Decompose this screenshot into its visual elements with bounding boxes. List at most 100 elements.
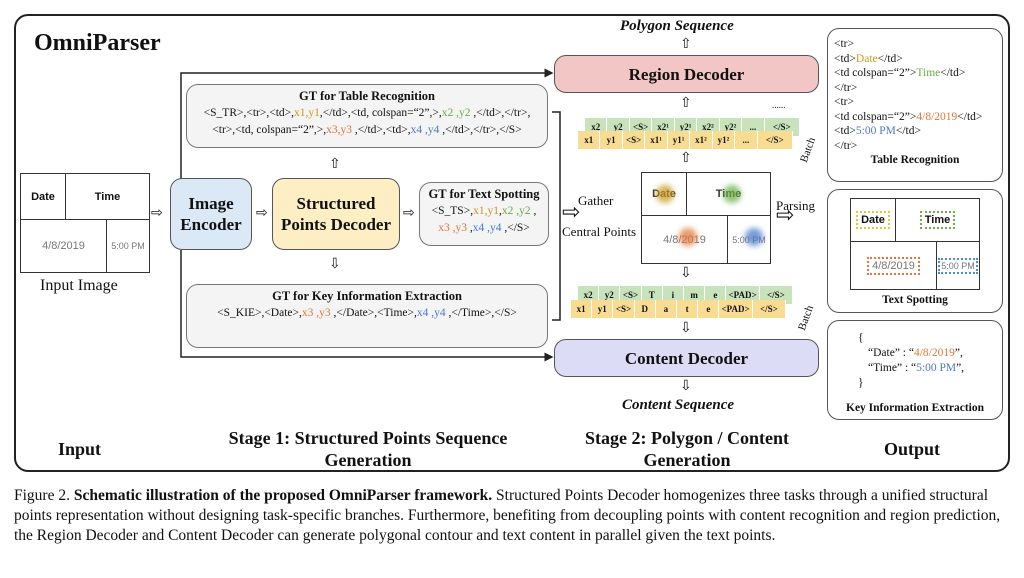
kie-open-brace: { [858, 332, 864, 344]
content-decoder-label: Content Decoder [624, 348, 749, 368]
arrow-right-icon: ⇨ [776, 202, 795, 227]
gt-kie-box: GT for Key Information Extraction <S_KIE… [186, 284, 548, 348]
region-seq-token: </S> [758, 131, 793, 149]
region-decoder-block: Region Decoder [554, 55, 819, 93]
polygon-sequence-label: Polygon Sequence [620, 18, 734, 34]
output-kie-box: { “Date” : “4/8/2019”, “Time” : “5:00 PM… [827, 320, 1003, 420]
content-seq-token: </S> [760, 286, 794, 304]
stage1-label: Stage 1: Structured Points Sequence Gene… [190, 427, 546, 471]
gt-kie-heading: GT for Key Information Extraction [272, 289, 462, 303]
code-line: <td colspan=“2”>4/8/2019</td> [834, 110, 996, 125]
gt-table-line-2: <tr>,<td, colspan=“2”,>,x3,y3 ,</td>,<td… [187, 122, 547, 139]
content-seq-token: a [656, 300, 678, 318]
content-sequence-label: Content Sequence [622, 397, 735, 413]
region-seq-token: ... [742, 118, 765, 136]
seq-text: ,</Time>,</S> [445, 307, 517, 319]
arrow-right-icon: ⇨ [256, 206, 268, 221]
code-line: <td>5:00 PM</td> [834, 124, 996, 139]
code-text: </td> [940, 67, 966, 79]
line-gt-bracket [552, 111, 561, 321]
region-seq-token: x1 [578, 131, 601, 149]
point-4: x4 ,y4 [416, 307, 446, 319]
content-seq-token: y1 [592, 300, 614, 318]
caption-text: Structured Points Decoder homogenizes th… [14, 487, 1001, 544]
point-3: x3 ,y3 [301, 307, 331, 319]
input-cell-time: Time [65, 173, 150, 220]
content-seq-token: D [635, 300, 656, 318]
structured-points-decoder-label: Structured Points Decoder [280, 194, 391, 234]
code-text: <td colspan=“2”> [834, 110, 917, 123]
code-text: <td colspan=“2”> [834, 67, 917, 79]
code-text: </td> [957, 110, 983, 123]
stage2-line2: Generation [643, 450, 731, 470]
arrow-up-icon: ⇧ [680, 151, 692, 166]
ts-cell-date: Date [856, 211, 890, 229]
text-spotting-label: Text Spotting [882, 294, 948, 306]
center-point-2 [723, 185, 741, 203]
code-line: <tr> [834, 96, 854, 108]
gt-text-spotting-box: GT for Text Spotting <S_TS>,x1,y1,x2 ,y2… [419, 182, 549, 246]
seq-text: ,</td>,</tr>, [470, 107, 531, 119]
point-1: x1,y1 [294, 107, 320, 119]
gt-table-heading: GT for Table Recognition [298, 89, 436, 103]
center-point-3 [679, 228, 697, 246]
content-seq-token: e [698, 300, 720, 318]
table-recognition-label: Table Recognition [870, 154, 960, 166]
input-cell-date-value: 4/8/2019 [20, 219, 107, 273]
input-cell-date: Date [20, 173, 66, 220]
content-seq-token: m [684, 286, 706, 304]
code-text: </td> [877, 52, 903, 65]
content-seq-token: x1 [571, 300, 593, 318]
central-points-label: Central Points [562, 224, 637, 239]
center-point-1 [656, 185, 674, 203]
gt-kie-line-1: <S_KIE>,<Date>,x3 ,y3 ,</Date>,<Time>,x4… [187, 305, 547, 322]
code-line: <tr> [834, 38, 854, 50]
content-seq-token: x2 [578, 286, 600, 304]
kie-key: “Time” : “ [868, 362, 917, 374]
structured-points-decoder-block: Structured Points Decoder [272, 178, 400, 250]
content-seq-token: <PAD> [719, 300, 753, 318]
arrow-down-icon: ⇩ [329, 257, 341, 272]
output-table-recognition-box: <tr> <td>Date</td> <td colspan=“2”>Time<… [827, 28, 1003, 182]
code-line: <td>Date</td> [834, 52, 996, 67]
point-3: x3 ,y3 [438, 222, 467, 234]
region-seq-token: ... [735, 131, 758, 149]
seq-text: ,</td>,<td>, [352, 124, 411, 136]
gt-table-line-1: <S_TR>,<tr>,<td>,x1,y1,</td>,<td, colspa… [187, 105, 547, 122]
region-decoder-label: Region Decoder [628, 64, 745, 84]
content-seq-token: e [705, 286, 727, 304]
content-seq-token: <S> [613, 300, 635, 318]
region-seq-token: y1² [713, 131, 736, 149]
value-date: Date [855, 52, 878, 65]
line-to-content-decoder [180, 250, 554, 362]
kie-close-brace: } [858, 377, 864, 389]
point-2: x2 ,y2 [501, 205, 531, 217]
point-3: x3,y3 [326, 124, 353, 136]
region-seq-token: y2¹ [675, 118, 698, 136]
gt-ts-heading: GT for Text Spotting [428, 187, 540, 201]
diagram-frame [14, 14, 1010, 472]
stage2-label: Stage 2: Polygon / Content Generation [560, 427, 814, 471]
region-seq-token: y2² [720, 118, 743, 136]
caption-prefix: Figure 2. [14, 487, 74, 504]
code-text: <td> [834, 125, 856, 137]
seq-text: ,</td>,<td, colspan=“2”,>, [319, 107, 442, 119]
diagram-title: OmniParser [34, 30, 161, 56]
kie-date-line: “Date” : “4/8/2019”, [868, 346, 963, 361]
point-4: x4 ,y4 [472, 222, 502, 234]
point-4: x4 ,y4 [410, 124, 440, 136]
content-seq-token: T [642, 286, 663, 304]
stage2-line1: Stage 2: Polygon / Content [585, 428, 789, 448]
kie-key: “Date” : “ [868, 347, 914, 359]
stage1-line1: Stage 1: Structured Points Sequence [228, 428, 508, 448]
point-2: x2 ,y2 [441, 107, 471, 119]
seq-text: ,</Date>,<Time>, [330, 307, 417, 319]
gt-ts-line-2: x3 ,y3 ,x4 ,y4 ,</S> [420, 220, 548, 237]
ellipsis: ...... [772, 100, 786, 110]
ellipsis: ...... [772, 280, 786, 290]
seq-text: ,</td>,</tr>,</S> [439, 124, 522, 136]
